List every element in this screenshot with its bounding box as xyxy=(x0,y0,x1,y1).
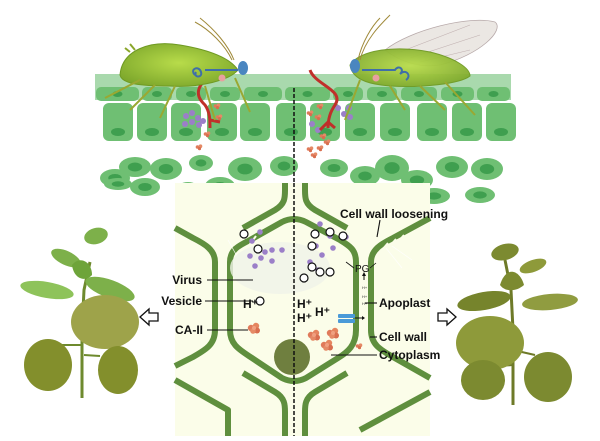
proton-label: H⁺ xyxy=(297,311,312,325)
cell-nucleus xyxy=(460,128,474,136)
cell-nucleus xyxy=(444,162,460,172)
healthy-plant-icon xyxy=(20,227,139,398)
arrow-left-icon xyxy=(139,307,159,327)
apoplast-proton: H+ xyxy=(362,285,368,290)
cell-nucleus xyxy=(327,163,341,173)
cell-nucleus xyxy=(152,91,162,97)
palisade-cell xyxy=(103,103,133,141)
cell-nucleus xyxy=(302,91,313,97)
cell-wall-label: Cell wall xyxy=(379,330,427,344)
cell-nucleus xyxy=(215,128,229,136)
cell-nucleus xyxy=(426,192,442,200)
loosened-wall-gaps xyxy=(249,234,405,255)
pg-arrow-left xyxy=(345,261,355,269)
loosening-rays xyxy=(227,239,413,269)
cell-nucleus xyxy=(248,128,262,136)
cell-nucleus xyxy=(127,162,143,172)
pg-label: PG xyxy=(355,264,370,275)
cell-nucleus xyxy=(384,162,400,174)
virus-particles-left xyxy=(182,110,206,128)
proton-label: H⁺ xyxy=(315,305,330,319)
palisade-cells xyxy=(103,103,516,141)
cell-nucleus xyxy=(138,182,152,192)
apoplast-arrow-head xyxy=(362,272,366,276)
cell-nucleus xyxy=(343,91,353,97)
cell-nucleus xyxy=(111,128,125,136)
yellowed-plant-icon xyxy=(456,243,578,405)
palisade-cell xyxy=(207,103,237,141)
virus-label: Virus xyxy=(172,273,202,287)
cell-nucleus xyxy=(494,128,508,136)
ca2-label: CA-II xyxy=(175,323,203,337)
cell-nucleus xyxy=(237,163,253,175)
cell-nucleus xyxy=(377,91,387,97)
palisade-cell xyxy=(137,103,167,141)
cell-nucleus xyxy=(414,91,424,97)
epidermis-cells xyxy=(96,87,510,101)
cell-nucleus xyxy=(186,91,196,97)
cell-nucleus xyxy=(195,159,207,167)
proton-label: H⁺ xyxy=(243,297,258,311)
cytoplasm-label: Cytoplasm xyxy=(379,348,440,362)
cell-nucleus xyxy=(473,191,487,199)
whitefly-icon xyxy=(344,14,498,121)
whitefly-stylet xyxy=(308,69,339,132)
proton-label: H⁺ xyxy=(297,297,312,311)
aphid-stylet xyxy=(196,72,221,129)
cell-nucleus xyxy=(277,161,291,171)
apoplast-proton: H+ xyxy=(362,294,368,299)
virus-particles-right xyxy=(309,105,353,133)
vesicles xyxy=(239,227,348,306)
pg-arrow-right xyxy=(369,262,377,269)
cell-nucleus xyxy=(220,91,230,97)
cell-nucleus xyxy=(409,175,425,185)
palisade-cell xyxy=(240,103,270,141)
label-leaders xyxy=(205,219,381,356)
palisade-cell xyxy=(417,103,447,141)
cell-nucleus xyxy=(158,164,174,174)
apoplast-label: Apoplast xyxy=(379,296,430,310)
cell-nucleus xyxy=(425,128,439,136)
palisade-cell xyxy=(276,103,306,141)
cell-nucleus xyxy=(111,181,125,187)
cell-nucleus xyxy=(388,128,402,136)
cell-nucleus xyxy=(284,128,298,136)
cell-nucleus xyxy=(145,128,159,136)
arrow-right-icon xyxy=(437,307,457,327)
vesicle-label: Vesicle xyxy=(161,294,202,308)
aphid-icon xyxy=(104,17,251,121)
cell-schematic-panel: H+ H+ H+ PG H⁺ H⁺ H⁺ H⁺ Virus Vesicle CA… xyxy=(161,183,448,436)
cell-nucleus xyxy=(353,128,367,136)
cell-nucleus xyxy=(358,171,372,181)
cell-nucleus xyxy=(488,91,499,97)
proton-channel-icon xyxy=(338,314,365,323)
nucleus xyxy=(274,339,310,375)
apoplast-proton: H+ xyxy=(362,301,368,306)
palisade-cell xyxy=(380,103,410,141)
cell-wall-loosening-label: Cell wall loosening xyxy=(340,207,448,221)
palisade-cell xyxy=(452,103,482,141)
palisade-cell xyxy=(486,103,516,141)
palisade-cell xyxy=(345,103,375,141)
cell-nucleus xyxy=(479,164,495,174)
cell-nucleus xyxy=(258,91,268,97)
cell-nucleus xyxy=(179,128,193,136)
